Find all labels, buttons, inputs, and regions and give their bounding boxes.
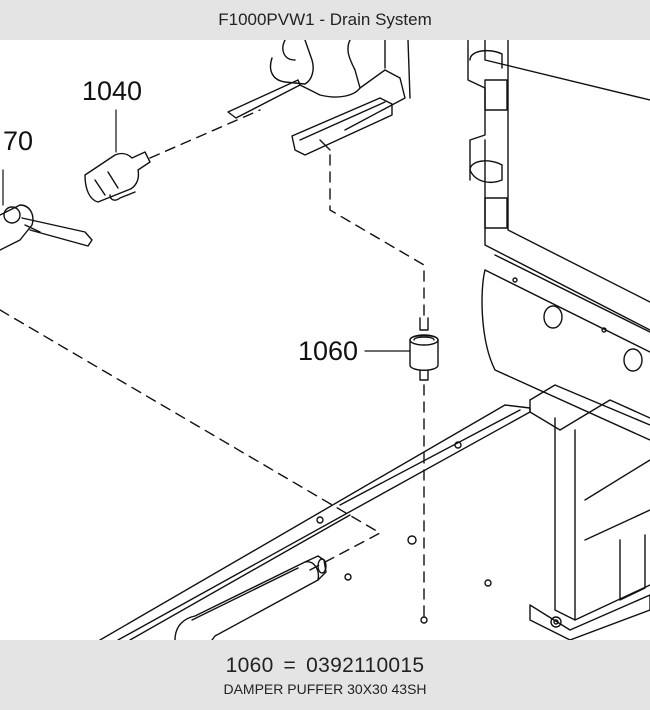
part-description: DAMPER PUFFER 30X30 43SH — [223, 680, 427, 697]
drain-manifold — [227, 40, 411, 156]
page-title-text: F1000PVW1 - Drain System — [218, 10, 432, 29]
part-number: 1060 — [225, 653, 274, 677]
part-code: 0392110015 — [306, 653, 425, 677]
page-title: F1000PVW1 - Drain System — [0, 0, 650, 40]
part-identifier: 1060 = 0392110015 — [226, 654, 425, 678]
assembly-lines — [0, 109, 425, 619]
damper-puffer — [364, 317, 439, 381]
frame-structure — [467, 40, 650, 640]
drain-cylinder — [174, 555, 327, 640]
base-plate — [99, 404, 531, 640]
hose-fitting — [84, 109, 151, 203]
equals-sign: = — [283, 653, 297, 677]
callout-1060: 1060 — [298, 336, 358, 366]
callout-70: 70 — [3, 126, 33, 156]
callout-1040: 1040 — [82, 76, 142, 106]
ball-valve — [0, 169, 93, 251]
part-info-panel: 1060 = 0392110015 DAMPER PUFFER 30X30 43… — [0, 640, 650, 710]
exploded-parts-diagram[interactable]: 1040 70 1060 — [0, 40, 650, 640]
